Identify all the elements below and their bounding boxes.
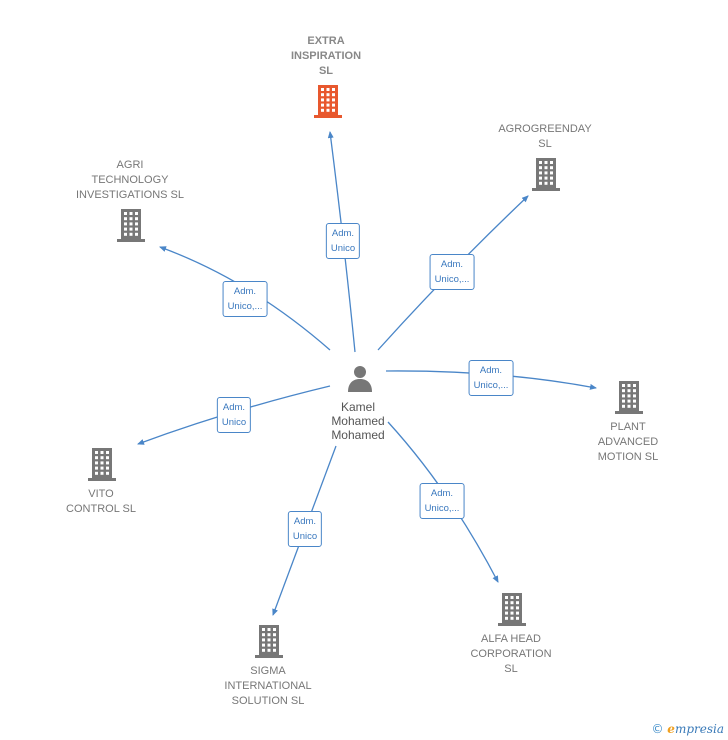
company-name-line: TECHNOLOGY (91, 174, 169, 186)
person-name-line-2: Mohamed (331, 414, 385, 428)
role-label-agri[interactable]: Adm. Unico,... (222, 281, 268, 317)
role-label-plant[interactable]: Adm. Unico,... (468, 360, 514, 396)
building-icon (314, 85, 342, 118)
company-icon-wrap-vito (87, 447, 117, 486)
role-label-sigma[interactable]: Adm. Unico (287, 511, 323, 547)
company-name-sigma[interactable]: SIGMA INTERNATIONAL SOLUTION SL (224, 664, 311, 709)
company-name-line: SIGMA (250, 665, 286, 677)
role-line: Adm. (440, 259, 464, 270)
building-icon (117, 209, 145, 242)
company-name-line: ADVANCED (597, 436, 659, 448)
company-name-line: SL (538, 138, 552, 150)
person-icon (348, 366, 372, 392)
role-label-alfa[interactable]: Adm. Unico,... (419, 483, 465, 519)
company-name-line: SL (318, 65, 334, 77)
building-icon (498, 593, 526, 626)
person-name-line-1: Kamel (340, 400, 375, 414)
company-icon-wrap-extra (313, 84, 343, 123)
company-icon-wrap-agri (116, 208, 146, 247)
company-name-line: AGROGREENDAY (498, 123, 592, 135)
building-icon (255, 625, 283, 658)
company-name-line: EXTRA (307, 35, 345, 47)
role-line: Unico (292, 531, 318, 542)
company-name-line: INSPIRATION (290, 50, 362, 62)
company-icon-wrap-agrogreen (531, 157, 561, 196)
role-line: Adm. (293, 516, 317, 527)
company-name-line: SOLUTION SL (231, 695, 305, 707)
company-name-line: INTERNATIONAL (224, 680, 312, 692)
role-line: Unico (221, 417, 247, 428)
footer-brand[interactable]: © empresia (651, 722, 724, 736)
brand-logo-e: e (667, 722, 675, 736)
company-name-line: MOTION SL (597, 451, 659, 463)
company-name-line: PLANT (610, 421, 646, 433)
role-label-vito[interactable]: Adm. Unico (216, 397, 252, 433)
company-name-line: VITO (88, 488, 114, 500)
company-icon-wrap-plant (614, 380, 644, 419)
company-name-plant[interactable]: PLANT ADVANCED MOTION SL (598, 420, 659, 465)
company-name-agri[interactable]: AGRI TECHNOLOGY INVESTIGATIONS SL (76, 158, 184, 203)
building-icon (88, 448, 116, 481)
company-icon-wrap-alfa (497, 592, 527, 631)
role-line: Unico,... (424, 503, 460, 514)
building-icon (532, 158, 560, 191)
role-line: Adm. (331, 228, 355, 239)
role-line: Adm. (479, 365, 503, 376)
company-name-agrogreen[interactable]: AGROGREENDAY SL (498, 122, 591, 152)
role-line: Unico,... (434, 274, 470, 285)
company-name-line: SL (504, 663, 518, 675)
building-icon (615, 381, 643, 414)
role-line: Adm. (430, 488, 454, 499)
role-line: Adm. (233, 286, 257, 297)
person-name: Kamel Mohamed Mohamed (331, 400, 384, 442)
company-name-vito[interactable]: VITO CONTROL SL (66, 487, 136, 517)
company-name-alfa[interactable]: ALFA HEAD CORPORATION SL (470, 632, 551, 677)
company-name-extra[interactable]: EXTRA INSPIRATION SL (291, 34, 361, 79)
person-name-line-3: Mohamed (331, 428, 385, 442)
company-name-line: CONTROL SL (66, 503, 136, 515)
role-line: Unico,... (473, 380, 509, 391)
brand-logo-text: mpresia (674, 722, 724, 736)
company-icon-wrap-sigma (254, 624, 284, 663)
role-label-extra[interactable]: Adm. Unico (325, 223, 361, 259)
role-line: Unico,... (227, 301, 263, 312)
company-name-line: AGRI (116, 159, 144, 171)
company-name-line: CORPORATION (470, 648, 552, 660)
company-name-line: INVESTIGATIONS SL (76, 189, 184, 201)
copyright-icon: © (651, 722, 664, 736)
role-label-agrogreen[interactable]: Adm. Unico,... (429, 254, 475, 290)
role-line: Adm. (222, 402, 246, 413)
company-name-line: ALFA HEAD (481, 633, 541, 645)
role-line: Unico (330, 243, 356, 254)
